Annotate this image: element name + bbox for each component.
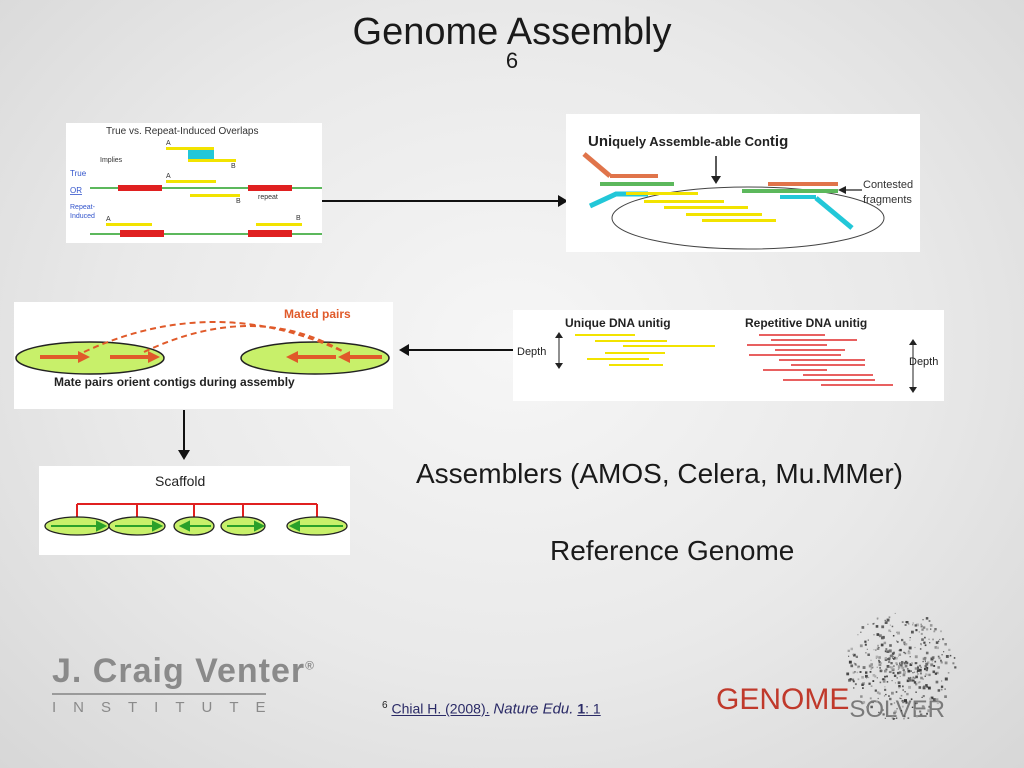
read-b2 [190, 194, 240, 197]
repeat-block-3 [120, 230, 164, 237]
arrow-unitig-to-mated [408, 349, 514, 351]
label-a3: A [106, 216, 111, 223]
arrow-overlaps-to-contig [322, 200, 562, 202]
read-a3 [106, 223, 152, 226]
label-b1: B [231, 163, 236, 170]
panel-overlaps: True vs. Repeat-Induced Overlaps A Impli… [66, 123, 322, 243]
label-repeat: repeat [258, 194, 278, 201]
contig-heading: Uniquely Assemble-able Contig [588, 133, 788, 150]
scaffold-diagram: Scaffold [44, 473, 348, 536]
label-implies: Implies [100, 157, 123, 164]
genome-solver-logo: GENOMESOLVER [716, 683, 945, 723]
mated-heading: Mated pairs [284, 307, 351, 321]
unitig-diagram: Unique DNA unitig Repetitive DNA unitig … [517, 316, 938, 393]
panel-unitig: Unique DNA unitig Repetitive DNA unitig … [513, 310, 944, 401]
overlaps-diagram: True vs. Repeat-Induced Overlaps A Impli… [70, 126, 322, 237]
label-b3: B [296, 215, 301, 222]
overlaps-heading: True vs. Repeat-Induced Overlaps [106, 126, 258, 137]
citation-volume: 1 [577, 700, 586, 717]
citation-author: Chial H. (2008). [391, 700, 490, 717]
label-true: True [70, 169, 87, 178]
unique-unitig-heading: Unique DNA unitig [565, 316, 671, 330]
speckle-graphic [846, 612, 957, 720]
label-or: OR [70, 186, 82, 195]
read-a1 [166, 147, 214, 150]
read-a2 [166, 180, 216, 183]
contig-ellipse-left [15, 341, 165, 375]
jcvi-logo: J. Craig Venter® INSTITUTE [52, 652, 315, 716]
title-superscript: 6 [505, 48, 519, 73]
panel-contig: Uniquely Assemble-able Contig Contested … [566, 114, 920, 252]
label-a2: A [166, 173, 171, 180]
repeat-block-1 [118, 185, 162, 191]
jcvi-logo-institute: INSTITUTE [52, 699, 283, 716]
gs-part1: GENOME [716, 683, 850, 716]
jcvi-logo-name: J. Craig Venter [52, 652, 306, 690]
contested-label-1: Contested [863, 179, 913, 191]
panel-mated-pairs: Mated pairs Mate pairs orient contigs du… [14, 302, 393, 409]
arrowhead-right [558, 195, 568, 207]
mated-caption: Mate pairs orient contigs during assembl… [54, 375, 295, 389]
citation-journal: Nature Edu. [493, 700, 574, 718]
reference-genome-text: Reference Genome [550, 535, 795, 566]
citation[interactable]: 6 Chial H. (2008). Nature Edu. 1: 1 [382, 700, 601, 718]
assemblers-text: Assemblers (AMOS, Celera, Mu.MMer) [416, 458, 903, 489]
label-a1: A [166, 140, 171, 147]
depth-label-right: Depth [909, 356, 938, 368]
depth-label-left: Depth [517, 346, 546, 358]
arrowhead-down [178, 450, 190, 460]
overlap-region [188, 150, 214, 159]
citation-sup: 6 [382, 700, 388, 711]
read-b3 [256, 223, 302, 226]
contested-label-2: fragments [863, 194, 912, 206]
repeat-block-2 [248, 185, 292, 191]
label-repeat-induced-2: Induced [70, 213, 95, 220]
mated-pairs-diagram: Mated pairs Mate pairs orient contigs du… [15, 307, 390, 389]
label-b2: B [236, 198, 241, 205]
citation-issue: : 1 [585, 700, 601, 717]
repetitive-reads [747, 334, 893, 386]
page-title: Genome Assembly [352, 11, 672, 53]
arrow-mated-to-scaffold [183, 410, 185, 452]
genome-line-1 [90, 187, 322, 189]
jcvi-logo-mark: ® [305, 658, 315, 673]
label-repeat-induced-1: Repeat- [70, 204, 96, 211]
scaffold-heading: Scaffold [155, 473, 205, 489]
arrowhead-left [399, 344, 409, 356]
panel-scaffold: Scaffold [39, 466, 350, 555]
repetitive-unitig-heading: Repetitive DNA unitig [745, 316, 867, 330]
genome-line-2 [90, 233, 322, 235]
repeat-block-4 [248, 230, 292, 237]
read-b1 [188, 159, 236, 162]
contig-diagram: Uniquely Assemble-able Contig Contested … [582, 133, 913, 250]
